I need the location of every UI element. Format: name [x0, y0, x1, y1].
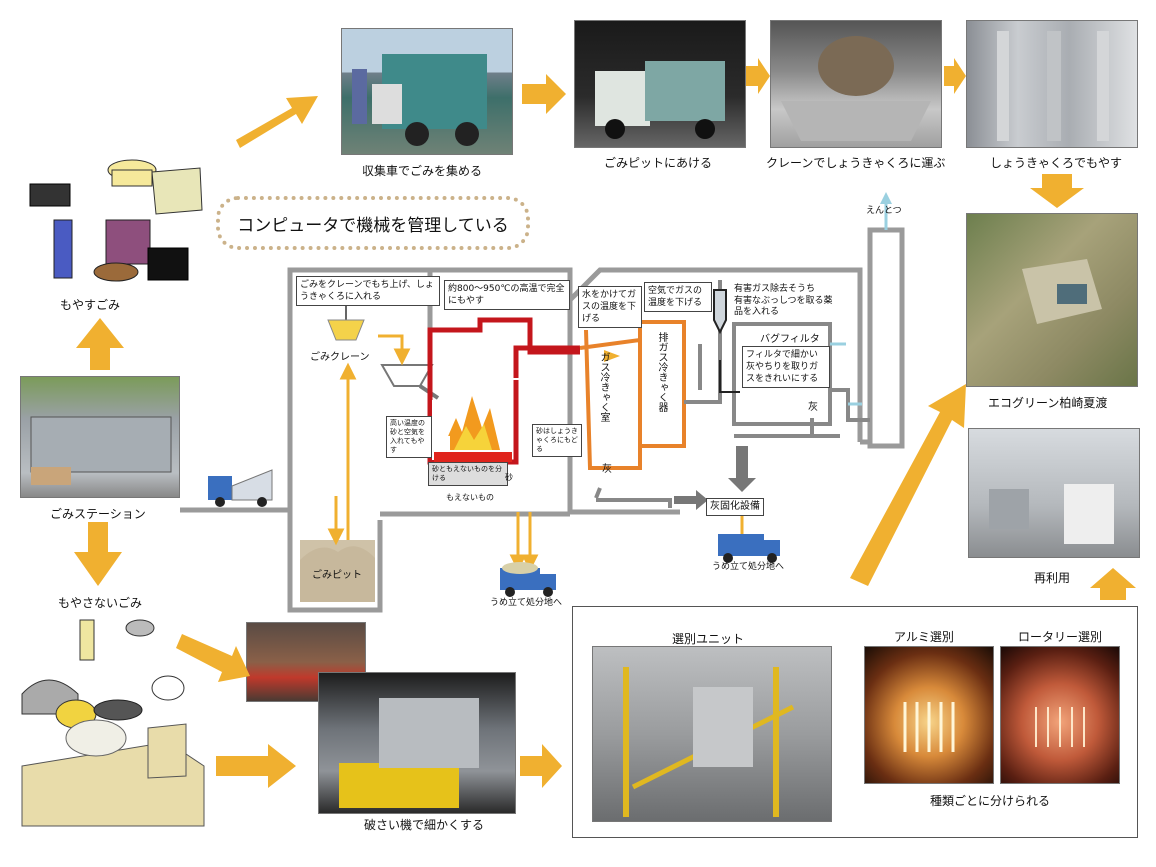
- photo-collection-truck: [341, 28, 513, 155]
- label-crane-carry: クレーンでしょうきゃくろに運ぶ: [766, 156, 946, 170]
- label-landfill-1: うめ立て処分地へ: [490, 598, 563, 608]
- photo-crusher: [318, 672, 516, 814]
- label-rotary: ロータリー選別: [1018, 630, 1103, 644]
- label-gas-cool-room: ガス冷きゃく室: [598, 352, 609, 422]
- label-sort-unit: 選別ユニット: [672, 632, 745, 646]
- label-chimney: えんとつ: [866, 206, 902, 216]
- label-gomi-crane: ごみクレーン: [310, 352, 370, 363]
- label-burn: しょうきゃくろでもやす: [990, 156, 1123, 170]
- label-harmful-sub: 有害なぶっしつを取る薬品を入れる: [734, 296, 833, 317]
- label-station: ごみステーション: [50, 507, 146, 521]
- label-bag: バグフィルタ: [760, 334, 820, 345]
- label-harmful: 有害ガス除去そうち: [734, 284, 816, 294]
- label-recycle: 再利用: [1034, 571, 1071, 585]
- photo-recycle: [968, 428, 1140, 558]
- control-banner: コンピュータで機械を管理している: [216, 196, 530, 250]
- photo-incinerator: [966, 20, 1138, 148]
- photo-ecogreen: [966, 213, 1138, 387]
- label-ash: 灰: [602, 464, 612, 475]
- photo-rotary-sort: [1000, 646, 1120, 784]
- label-pit-open: ごみピットにあける: [604, 156, 713, 170]
- note-crane: ごみをクレーンでもち上げ、しょうきゃくろに入れる: [296, 276, 440, 306]
- note-ash-fix: 灰固化設備: [706, 498, 764, 516]
- photo-crane: [770, 20, 942, 148]
- label-moenai: もえないもの: [446, 493, 494, 502]
- truck-left: [208, 469, 273, 507]
- sorting-panel: [572, 606, 1138, 838]
- note-sand-return: 砂はしょうきゃくろにもどる: [532, 424, 582, 457]
- note-sand: 高い温度の砂と空気を入れてもやす: [386, 416, 432, 458]
- photo-sort-unit: [592, 646, 832, 822]
- photo-alumi-sort: [864, 646, 994, 784]
- label-ecogreen: エコグリーン柏崎夏渡: [988, 396, 1108, 410]
- label-gomi-pit: ごみピット: [312, 570, 362, 581]
- label-exhaust-cool: 排ガス冷きゃく器: [656, 332, 667, 412]
- label-burnable: もやすごみ: [60, 298, 121, 312]
- label-nonburnable: もやさないごみ: [58, 596, 143, 610]
- note-sand-sep: 砂ともえないものを分ける: [428, 462, 508, 486]
- label-landfill-2: うめ立て処分地へ: [712, 562, 785, 572]
- burnable-garbage-illustration: [24, 148, 214, 296]
- label-sort-kind: 種類ごとに分けられる: [930, 794, 1051, 808]
- label-ash-bag: 灰: [808, 402, 818, 413]
- note-air: 空気でガスの温度を下げる: [644, 282, 712, 312]
- photo-pit-dump: [574, 20, 746, 148]
- label-alumi: アルミ選別: [894, 630, 954, 644]
- banner-title: コンピュータで機械を管理している: [237, 215, 509, 236]
- label-crush: 破さい機で細かくする: [364, 818, 485, 832]
- nonburnable-garbage-illustration: [18, 616, 208, 828]
- note-burn: 約800〜950℃の高温で完全にもやす: [444, 280, 570, 310]
- note-bag: フィルタで細かい灰やちりを取りガスをきれいにする: [742, 346, 830, 388]
- label-collect: 収集車でごみを集める: [362, 164, 483, 178]
- photo-station: [20, 376, 180, 498]
- note-water: 水をかけてガスの温度を下げる: [578, 286, 642, 328]
- label-sand: 砂: [505, 473, 513, 482]
